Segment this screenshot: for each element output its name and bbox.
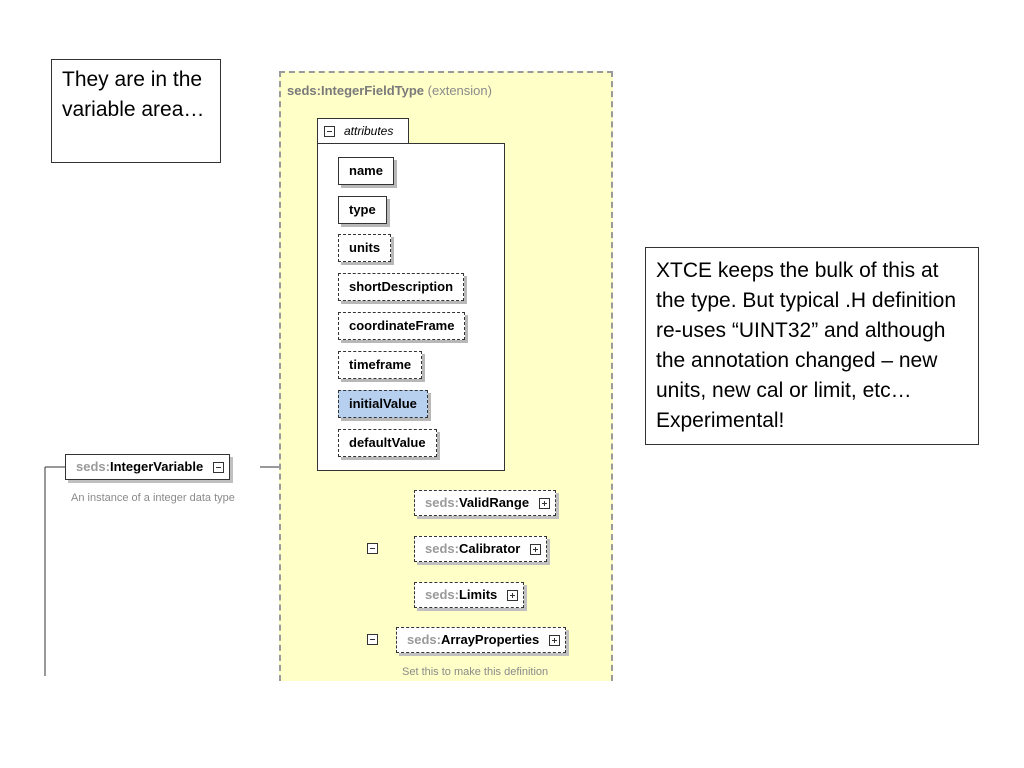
attr-default-value[interactable]: defaultValue xyxy=(338,429,437,457)
expand-icon[interactable] xyxy=(530,544,542,555)
attributes-label: attributes xyxy=(344,124,394,138)
attr-coordinate-frame[interactable]: coordinateFrame xyxy=(338,312,466,340)
attributes-tab[interactable]: attributes xyxy=(317,118,409,144)
array-properties-element[interactable]: seds:ArrayProperties xyxy=(396,627,567,653)
attr-timeframe[interactable]: timeframe xyxy=(338,351,423,379)
attr-name[interactable]: name xyxy=(338,157,394,185)
collapse-icon[interactable] xyxy=(213,462,225,473)
expand-icon[interactable] xyxy=(549,635,561,646)
callout-xtce-note: XTCE keeps the bulk of this at the type.… xyxy=(645,247,979,445)
expand-icon[interactable] xyxy=(539,498,551,509)
attr-units[interactable]: units xyxy=(338,234,392,262)
integer-variable-description: An instance of a integer data type xyxy=(71,492,235,504)
limits-element[interactable]: seds:Limits xyxy=(414,582,525,608)
attr-initial-value[interactable]: initialValue xyxy=(338,390,428,418)
sequence-2 xyxy=(317,628,378,652)
attr-type[interactable]: type xyxy=(338,196,387,224)
integer-variable-element[interactable]: seds:IntegerVariable xyxy=(65,454,231,480)
calibrator-element[interactable]: seds:Calibrator xyxy=(414,536,548,562)
attributes-box xyxy=(317,143,505,471)
collapse-icon[interactable] xyxy=(324,126,335,137)
attr-short-description[interactable]: shortDescription xyxy=(338,273,465,301)
expand-icon[interactable] xyxy=(507,590,519,601)
collapse-icon[interactable] xyxy=(367,634,378,645)
field-type-title: seds:IntegerFieldType (extension) xyxy=(287,83,492,98)
collapse-icon[interactable] xyxy=(367,543,378,554)
sequence-1 xyxy=(317,537,378,561)
array-properties-description: Set this to make this definition xyxy=(402,666,549,676)
callout-variable-area: They are in the variable area… xyxy=(51,59,221,163)
valid-range-element[interactable]: seds:ValidRange xyxy=(414,490,557,516)
